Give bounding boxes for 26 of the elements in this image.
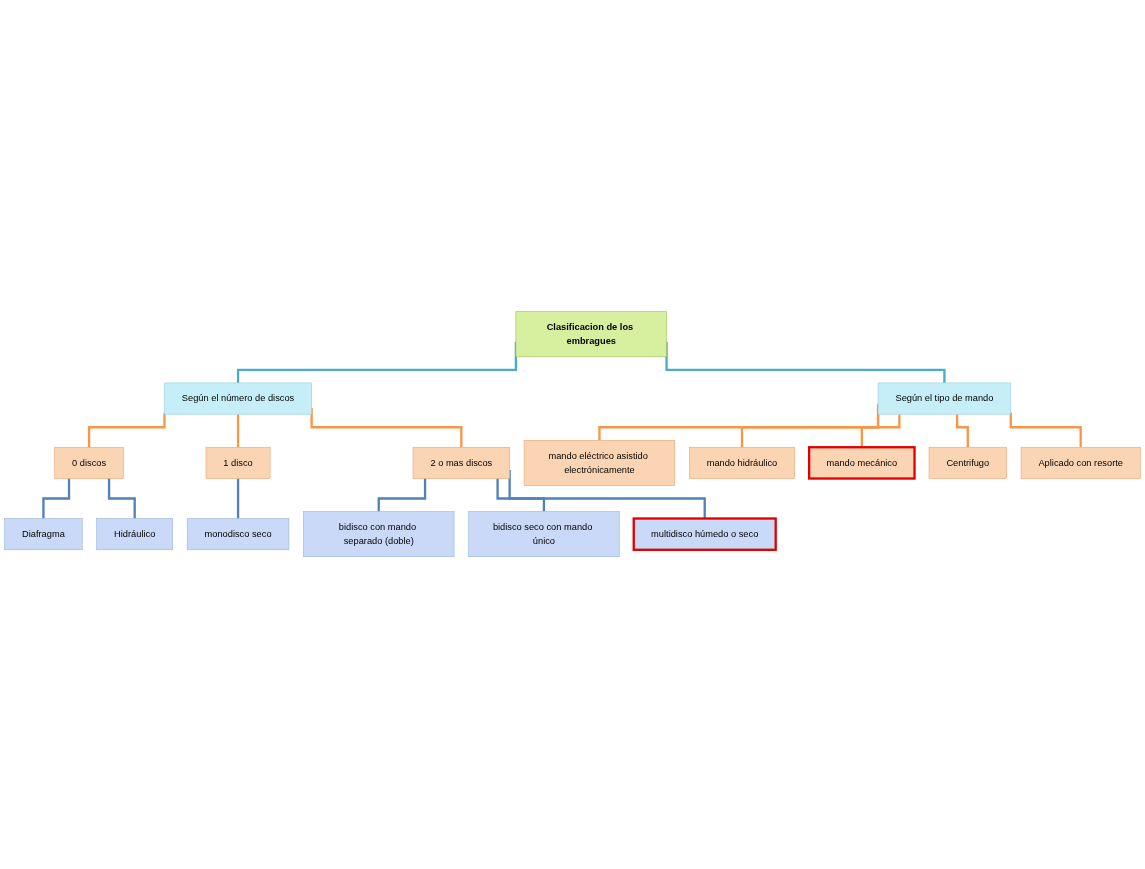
node-box: mando mecánico (808, 446, 916, 480)
node-box: monodisco seco (186, 518, 290, 551)
node-box: Clasificacion de los embragues (515, 311, 667, 358)
connector (107, 478, 136, 520)
connector (87, 413, 166, 449)
node-box: bidisco con mando separado (doble) (303, 511, 455, 558)
node-box: 1 disco (205, 447, 271, 480)
connector (236, 414, 240, 449)
node-box: 2 o mas discos (412, 447, 510, 480)
connector (42, 478, 71, 520)
connector (377, 478, 427, 513)
node-box: mando hidráulico (689, 447, 795, 480)
node-box: bidisco seco con mando único (468, 511, 620, 558)
connector (956, 414, 969, 449)
node-box: Según el número de discos (164, 382, 312, 415)
node-box: Diafragma (4, 518, 83, 551)
connector (236, 478, 240, 520)
node-box: Según el tipo de mando (877, 382, 1012, 415)
node-box: Aplicado con resorte (1020, 447, 1141, 480)
connector (496, 478, 546, 513)
node-box: mando eléctrico asistido electrónicamente (523, 440, 676, 487)
node-box: Hidráulico (96, 518, 173, 551)
node-box: 0 discos (54, 447, 124, 480)
connector (1009, 412, 1082, 449)
node-box: multidisco húmedo o seco (632, 517, 777, 552)
node-box: Centrifugo (928, 447, 1007, 480)
